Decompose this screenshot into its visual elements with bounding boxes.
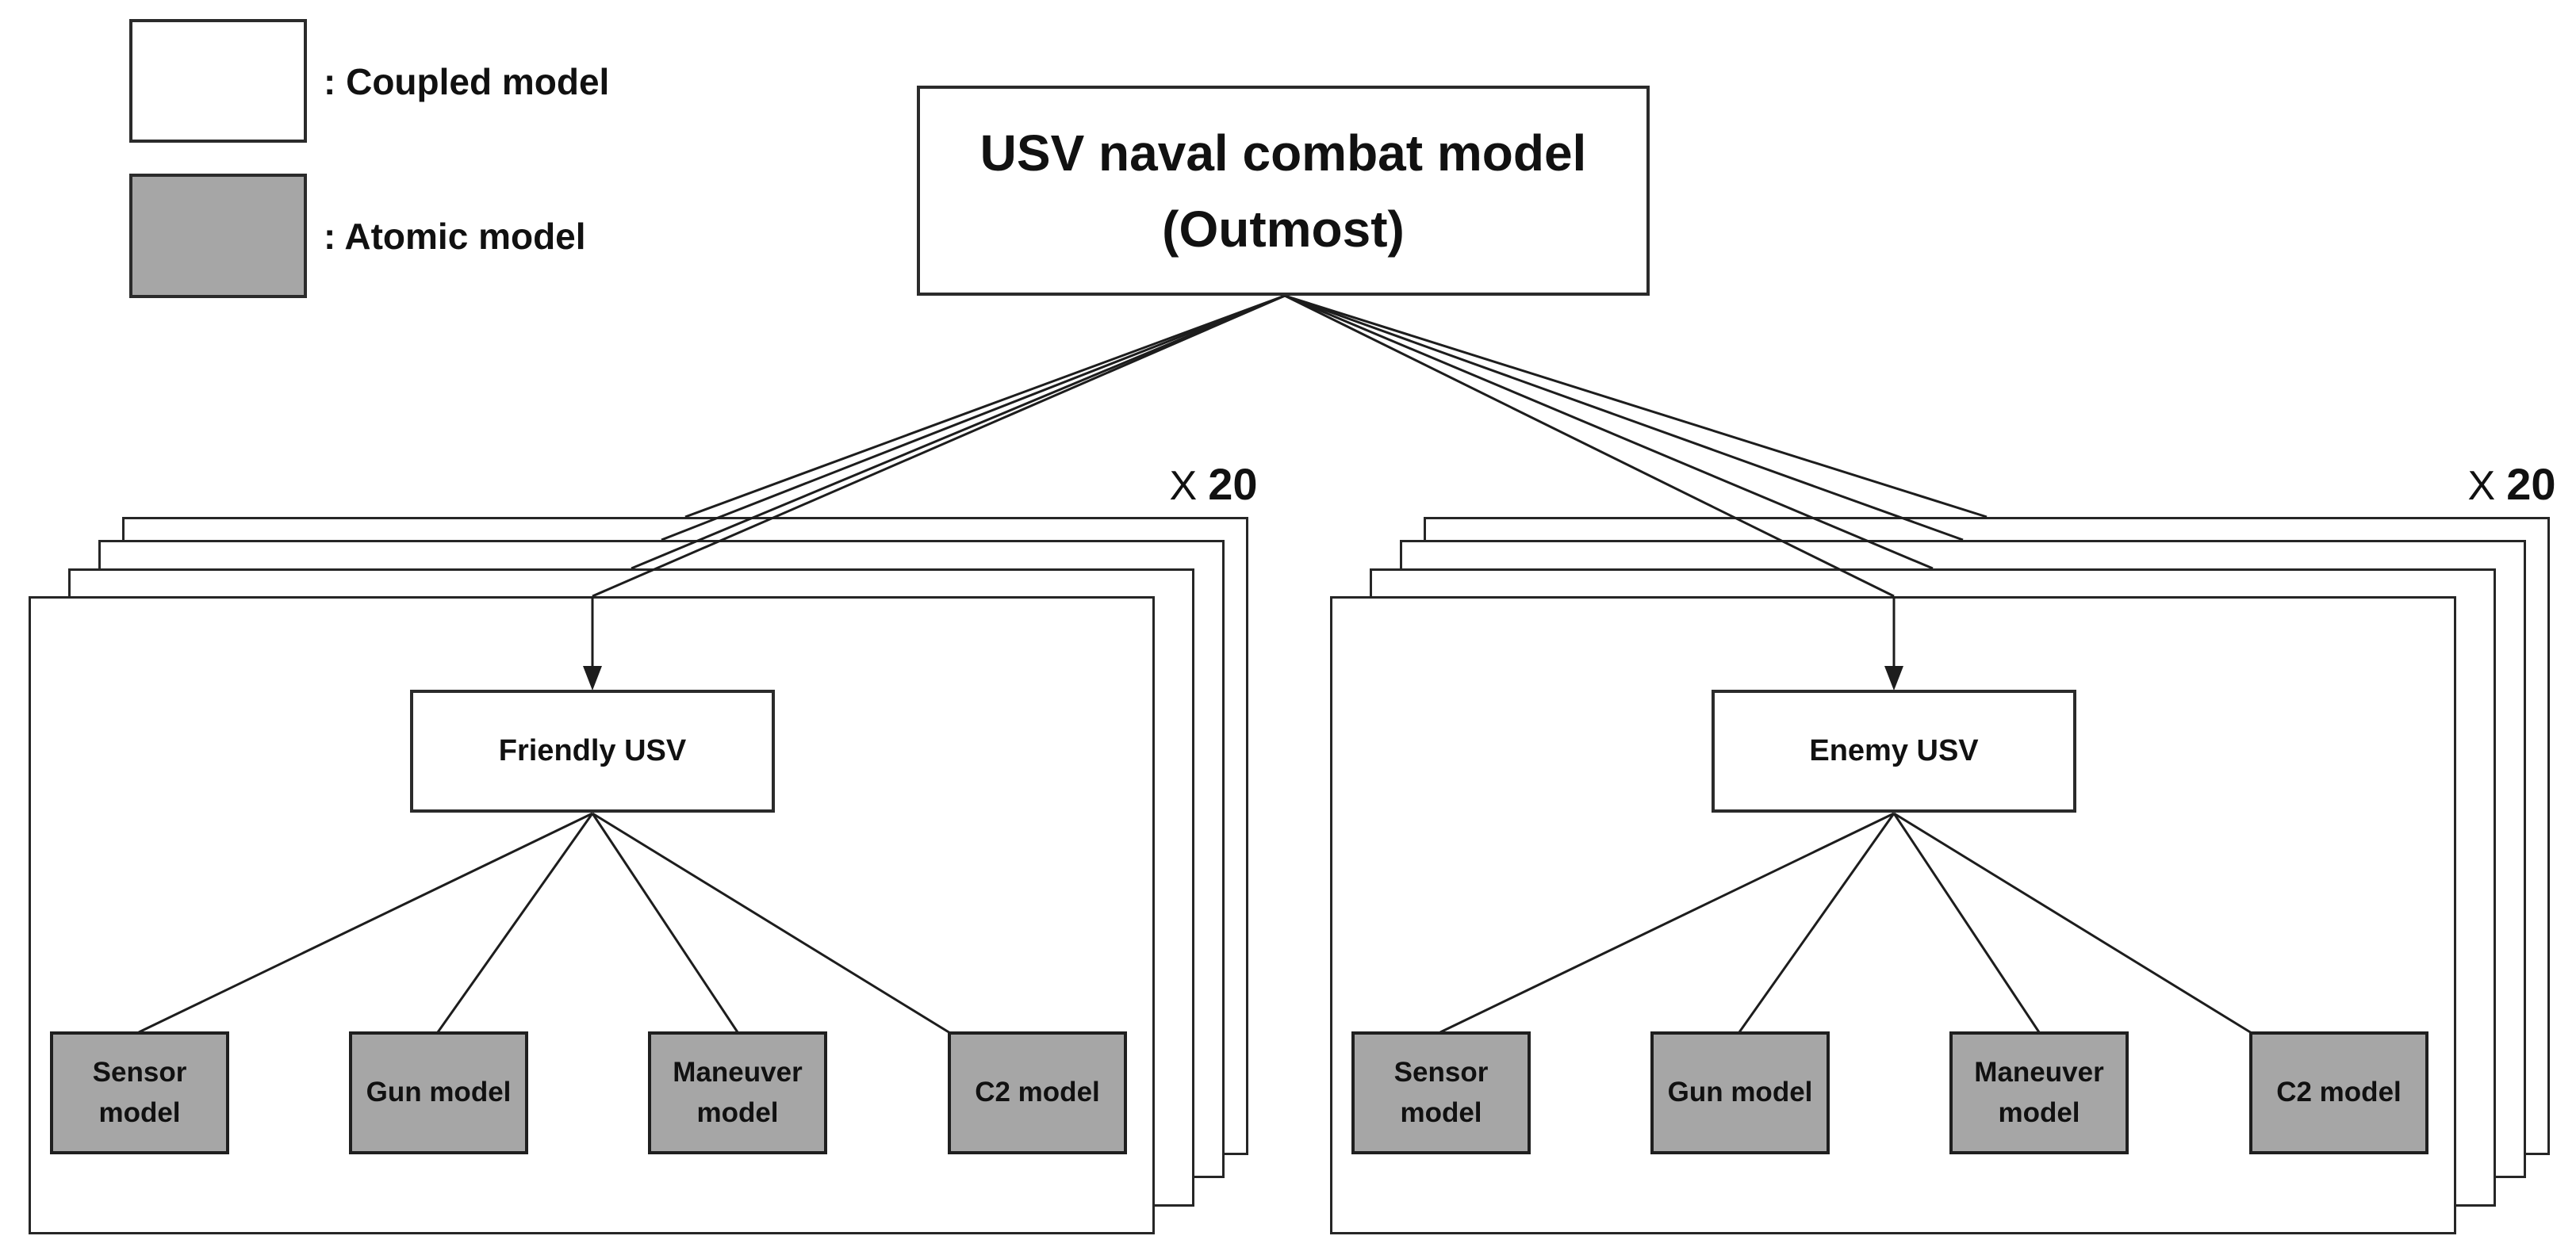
friendly-maneuver-connector — [591, 813, 739, 1033]
root-node-outmost: USV naval combat model (Outmost) — [917, 86, 1650, 296]
enemy-sensor-connector — [1439, 812, 1895, 1034]
fan-line-friendly-sheet3 — [661, 294, 1286, 541]
enemy-usv-arrowhead — [1884, 666, 1903, 691]
friendly-gun-connector — [436, 813, 594, 1033]
atomic-model-legend-label: : Atomic model — [324, 216, 586, 257]
enemy-maneuver-model-node: Maneuver model — [1949, 1031, 2129, 1154]
friendly-c2-connector — [592, 812, 951, 1035]
friendly-c2-model-node: C2 model — [948, 1031, 1127, 1154]
friendly-multiplier-prefix: X — [1169, 463, 1198, 509]
coupled-model-legend-label: : Coupled model — [324, 61, 610, 102]
enemy-c2-connector — [1893, 812, 2252, 1035]
atomic-model-swatch — [129, 174, 307, 298]
friendly-usv-arrowhead — [583, 666, 602, 691]
friendly-sensor-connector — [138, 812, 593, 1034]
enemy-multiplier-count: 20 — [2506, 459, 2556, 509]
enemy-maneuver-connector — [1892, 813, 2041, 1033]
fan-line-enemy-sheet1 — [1284, 294, 1895, 598]
enemy-usv-node: Enemy USV — [1712, 690, 2076, 813]
fan-line-friendly-sheet4 — [684, 294, 1286, 518]
fan-line-enemy-sheet2 — [1284, 294, 1934, 570]
enemy-sensor-model-node: Sensor model — [1351, 1031, 1531, 1154]
root-node-title-line1: USV naval combat model — [979, 124, 1587, 182]
root-node-title-line2: (Outmost) — [1162, 200, 1405, 258]
enemy-gun-connector — [1738, 813, 1896, 1033]
coupled-model-swatch — [129, 19, 307, 143]
friendly-sensor-model-node: Sensor model — [50, 1031, 229, 1154]
enemy-multiplier-prefix: X — [2467, 463, 2496, 509]
fan-line-enemy-sheet4 — [1284, 294, 1988, 518]
friendly-multiplier-count: 20 — [1208, 459, 1258, 509]
fan-line-friendly-sheet2 — [631, 294, 1286, 570]
friendly-usv-node: Friendly USV — [410, 690, 775, 813]
enemy-multiplier-label: X 20 — [2444, 458, 2576, 510]
enemy-c2-model-node: C2 model — [2249, 1031, 2428, 1154]
friendly-maneuver-model-node: Maneuver model — [648, 1031, 827, 1154]
enemy-gun-model-node: Gun model — [1650, 1031, 1830, 1154]
friendly-gun-model-node: Gun model — [349, 1031, 528, 1154]
fan-line-friendly-sheet1 — [592, 294, 1286, 598]
friendly-multiplier-label: X 20 — [1146, 458, 1281, 510]
fan-line-enemy-sheet3 — [1284, 294, 1964, 541]
